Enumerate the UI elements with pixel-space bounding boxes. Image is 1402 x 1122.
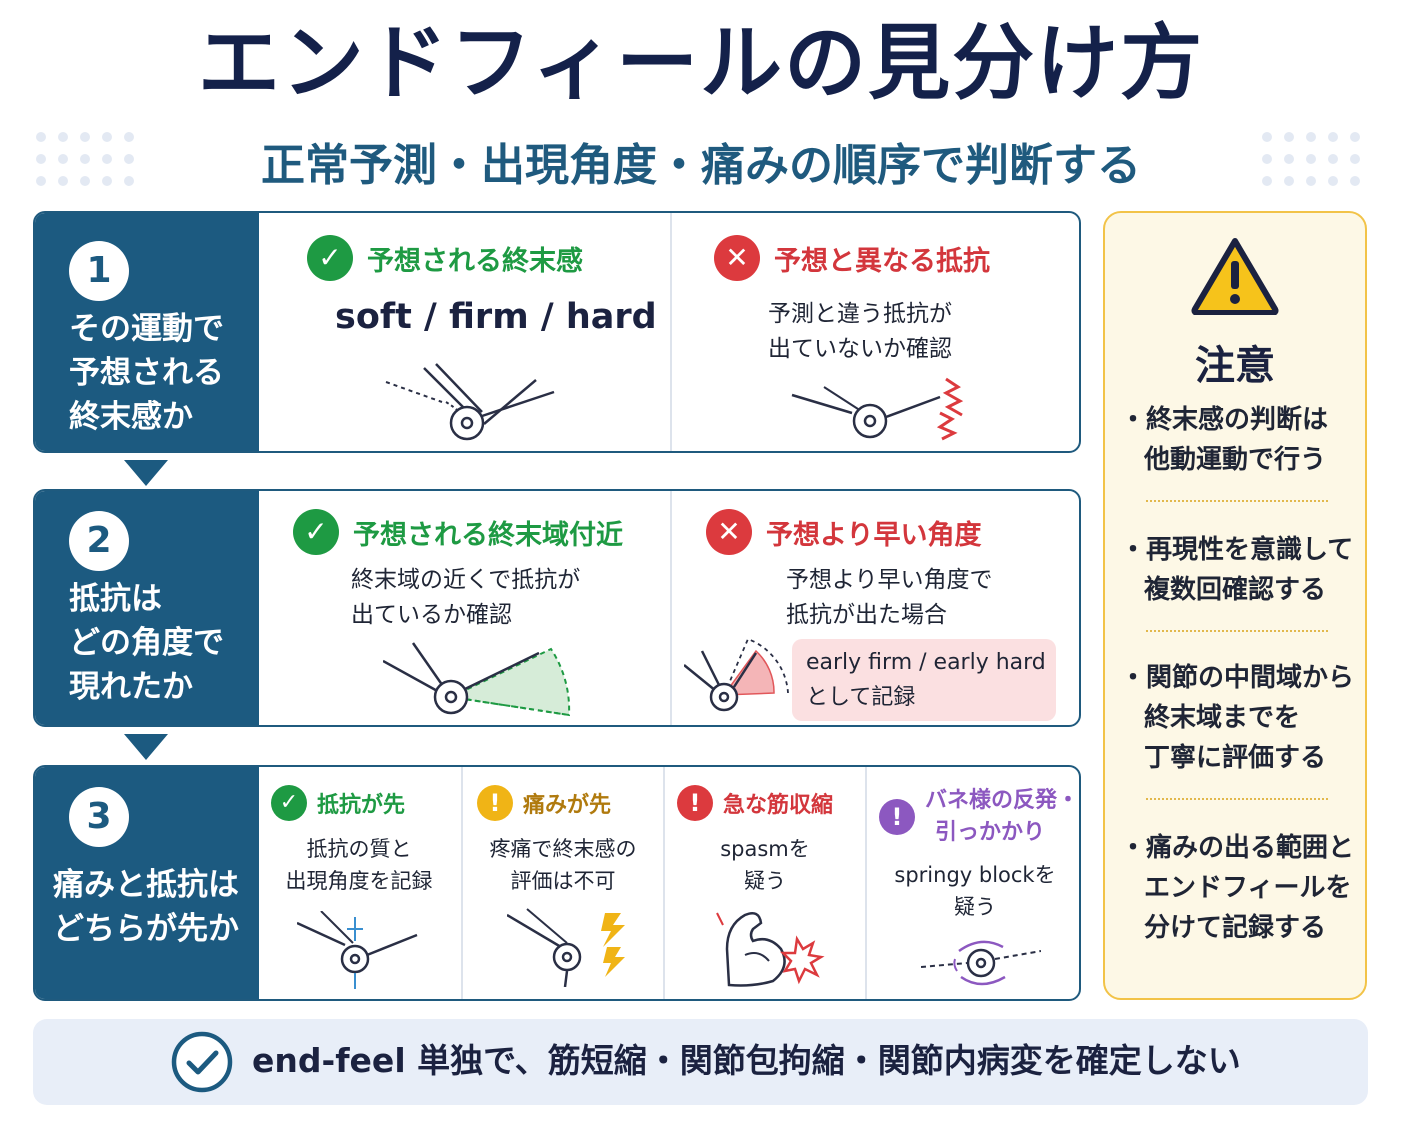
- cell-heading: 予想より早い角度: [766, 519, 982, 551]
- step-number: 1: [69, 241, 129, 301]
- cell-springy-block: ! バネ様の反発・ 引っかかり springy blockを 疑う: [865, 767, 1080, 999]
- springy-joint-icon: [921, 940, 1041, 986]
- caution-title: 注意: [1195, 343, 1275, 389]
- step-header-3: 3 痛みと抵抗は どちらが先か: [35, 767, 259, 999]
- step-question: 痛みと抵抗は どちらが先か: [53, 867, 239, 947]
- joint-diagram-icon: [385, 363, 555, 441]
- cell-unexpected-resistance: ✕ 予想と異なる抵抗 予測と違う抵抗が 出ていないか確認: [670, 213, 1079, 451]
- step-question: その運動で 予想される 終末感か: [69, 311, 224, 435]
- step-header-2: 2 抵抗は どの角度で 現れたか: [35, 491, 259, 725]
- caution-item: ・関節の中間域から 終末域までを 丁寧に評価する: [1120, 663, 1355, 773]
- step-header-1: 1 その運動で 予想される 終末感か: [35, 213, 259, 451]
- exclamation-icon: !: [879, 799, 915, 835]
- cell-expected-endfeel: ✓ 予想される終末感 soft / firm / hard: [259, 213, 670, 451]
- exclamation-icon: !: [677, 785, 713, 821]
- cell-text: spasmを 疑う: [720, 837, 810, 893]
- warning-triangle-icon: [1191, 238, 1279, 315]
- caution-item: ・再現性を意識して 複数回確認する: [1120, 535, 1354, 605]
- cell-heading: 抵抗が先: [317, 793, 406, 818]
- cell-heading: 予想される終末域付近: [353, 519, 623, 551]
- cell-text: 予測と違う抵抗が 出ていないか確認: [768, 301, 952, 362]
- step-question: 抵抗は どの角度で 現れたか: [69, 581, 224, 705]
- cell-heading: 予想と異なる抵抗: [774, 245, 990, 277]
- caution-divider: [1146, 630, 1328, 632]
- caution-item: ・終末感の判断は 他動運動で行う: [1120, 405, 1329, 475]
- endfeel-types: soft / firm / hard: [335, 297, 657, 337]
- caution-divider: [1146, 500, 1328, 502]
- caution-item: ・痛みの出る範囲と エンドフィールを 分けて記録する: [1120, 833, 1355, 943]
- muscle-spasm-icon: [716, 912, 825, 987]
- caution-panel: 注意: [1103, 211, 1367, 1000]
- record-as-box: early firm / early hard として記録: [792, 639, 1056, 721]
- step-row-2: 2 抵抗は どの角度で 現れたか ✓ 予想される終末域付近 終末域の近くで抵抗が…: [33, 489, 1081, 727]
- check-circle-icon: [171, 1031, 233, 1093]
- cell-heading: 急な筋収縮: [723, 793, 834, 818]
- joint-angle-icon: [297, 911, 418, 989]
- cell-heading: 痛みが先: [523, 793, 612, 818]
- cell-text: 疼痛で終末感の 評価は不可: [489, 837, 637, 893]
- cell-expected-end-range: ✓ 予想される終末域付近 終末域の近くで抵抗が 出ているか確認: [259, 491, 670, 725]
- caution-divider: [1146, 798, 1328, 800]
- cell-text: springy blockを 疑う: [894, 863, 1056, 919]
- cell-text: 予想より早い角度で 抵抗が出た場合: [786, 567, 993, 628]
- down-arrow-icon: [124, 460, 168, 486]
- cell-heading: バネ様の反発・ 引っかかり: [925, 788, 1080, 845]
- cell-pain-first: ! 痛みが先 疼痛で終末感の 評価は不可: [461, 767, 663, 999]
- cross-icon: ✕: [706, 509, 752, 555]
- cell-sudden-contraction: ! 急な筋収縮 spasmを 疑う: [663, 767, 865, 999]
- joint-resistance-icon: [791, 377, 964, 441]
- step-row-1: 1 その運動で 予想される 終末感か ✓ 予想される終末感 soft / fir…: [33, 211, 1081, 453]
- decorative-dots-left: [36, 132, 134, 186]
- down-arrow-icon: [124, 734, 168, 760]
- early-angle-diagram-icon: [684, 637, 789, 712]
- step-row-3: 3 痛みと抵抗は どちらが先か ✓ 抵抗が先 抵抗の質と 出現角度を記録 !: [33, 765, 1081, 1001]
- exclamation-icon: !: [477, 785, 513, 821]
- check-icon: ✓: [271, 785, 307, 821]
- cell-earlier-angle: ✕ 予想より早い角度 予想より早い角度で 抵抗が出た場合 early firm …: [670, 491, 1079, 725]
- decorative-dots-right: [1262, 132, 1360, 186]
- footer-text: end-feel 単独で、筋短縮・関節包拘縮・関節内病変を確定しない: [252, 1041, 1241, 1080]
- cell-text: 抵抗の質と 出現角度を記録: [285, 837, 433, 893]
- cell-resistance-first: ✓ 抵抗が先 抵抗の質と 出現角度を記録: [259, 767, 461, 999]
- page-subtitle: 正常予測・出現角度・痛みの順序で判断する: [261, 140, 1141, 191]
- cell-text: 終末域の近くで抵抗が 出ているか確認: [351, 567, 581, 628]
- step-number: 3: [69, 787, 129, 847]
- page-title: エンドフィールの見分け方: [197, 16, 1205, 111]
- pain-lightning-icon: [507, 908, 625, 987]
- check-icon: ✓: [307, 235, 353, 281]
- cross-icon: ✕: [714, 235, 760, 281]
- check-icon: ✓: [293, 509, 339, 555]
- footer-banner: [33, 1019, 1368, 1105]
- end-range-diagram-icon: [383, 642, 571, 717]
- step-number: 2: [69, 511, 129, 571]
- cell-heading: 予想される終末感: [367, 245, 583, 277]
